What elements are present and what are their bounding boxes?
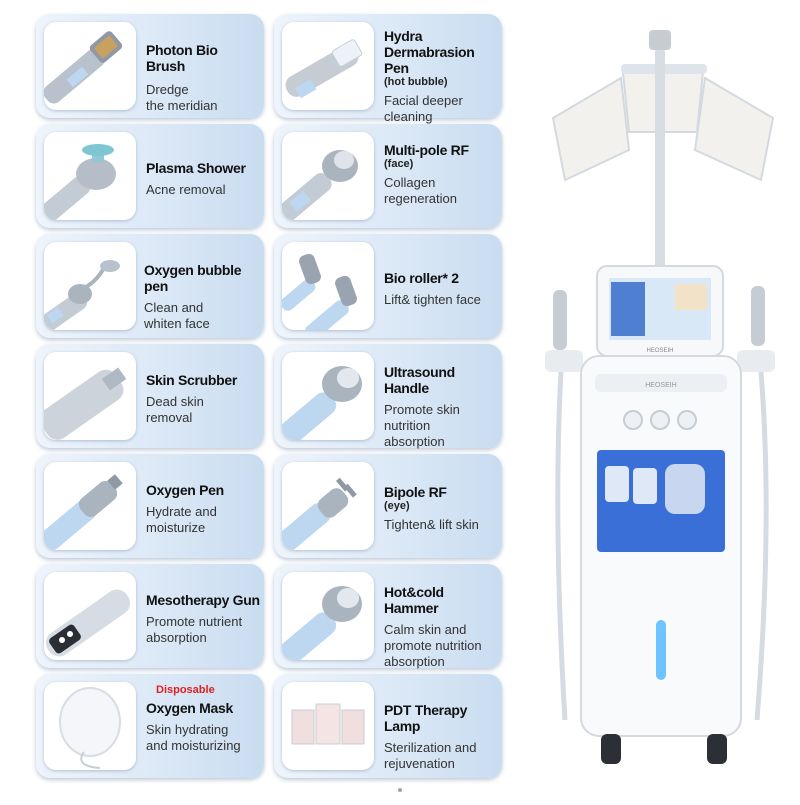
card-hydra-dermabrasion-pen: Hydra Dermabrasion Pen (hot bubble) Faci…	[274, 14, 502, 124]
card-desc-2: and moisturizing	[146, 738, 241, 753]
card-desc-2: the meridian	[146, 98, 218, 113]
card-title: Hot&cold Hammer	[384, 584, 444, 616]
card-desc-3: absorption	[384, 434, 445, 449]
oxygen-mask-image	[44, 682, 136, 770]
card-title: Ultrasound Handle	[384, 364, 455, 396]
card-desc-1: Lift& tighten face	[384, 292, 481, 307]
card-oxygen-pen: Oxygen Pen Hydrate and moisturize	[36, 454, 264, 558]
mesotherapy-gun-image	[44, 572, 136, 660]
card-desc-2: rejuvenation	[384, 756, 455, 771]
card-subtitle: (eye)	[384, 500, 410, 512]
card-desc-2: whiten face	[144, 316, 210, 331]
card-ultrasound-handle: Ultrasound Handle Promote skin nutrition…	[274, 344, 502, 449]
hot-cold-hammer-image	[282, 572, 374, 660]
card-desc-1: Acne removal	[146, 182, 226, 197]
ultrasound-handle-image	[282, 352, 374, 440]
card-title: Oxygen Mask	[146, 700, 233, 716]
card-desc-1: Dredge	[146, 82, 189, 97]
card-oxygen-bubble-pen: Oxygen bubble pen Clean and whiten face	[36, 234, 264, 338]
bipole-rf-image	[282, 462, 374, 550]
card-desc-2: promote nutrition	[384, 638, 482, 653]
card-oxygen-mask: Disposable Oxygen Mask Skin hydrating an…	[36, 674, 264, 778]
hydra-pen-image	[282, 22, 374, 110]
card-photon-bio-brush: Photon Bio Brush Dredge the meridian	[36, 14, 264, 118]
body-brand: HEOSEIH	[645, 382, 677, 389]
plasma-shower-image	[44, 132, 136, 220]
card-desc-2: cleaning	[384, 109, 433, 124]
card-title: Multi-pole RF	[384, 142, 469, 158]
card-title: Oxygen Pen	[146, 482, 224, 498]
card-desc-3: absorption	[384, 654, 445, 669]
skin-scrubber-image	[44, 352, 136, 440]
beauty-machine-image: HEOSEIH HEOSEIH	[525, 20, 800, 800]
card-subtitle: (face)	[384, 158, 414, 170]
card-title: Plasma Shower	[146, 160, 246, 176]
card-title-line2: Dermabrasion Pen	[384, 44, 475, 76]
card-desc-1: Promote skin	[384, 402, 460, 417]
card-desc-1: Clean and	[144, 300, 204, 315]
card-desc-2: nutrition	[384, 418, 431, 433]
card-bipole-rf: Bipole RF (eye) Tighten& lift skin	[274, 454, 502, 558]
disposable-tag: Disposable	[156, 684, 215, 696]
card-desc-1: Dead skin	[146, 394, 204, 409]
multi-pole-rf-image	[282, 132, 374, 220]
card-desc-1: Collagen	[384, 175, 436, 190]
card-title: Skin Scrubber	[146, 372, 238, 388]
card-skin-scrubber: Skin Scrubber Dead skin removal	[36, 344, 264, 448]
screen-brand: HEOSEIH	[646, 348, 673, 354]
page-indicator-dot	[398, 788, 402, 792]
card-title: Oxygen bubble pen	[144, 262, 242, 294]
card-pdt-therapy-lamp: PDT Therapy Lamp Sterilization and rejuv…	[274, 674, 502, 778]
card-title: Hydra	[384, 28, 423, 44]
card-desc-1: Facial deeper	[384, 93, 463, 108]
card-desc-1: Promote nutrient	[146, 614, 243, 629]
bio-roller-image	[282, 242, 374, 330]
card-bio-roller: Bio roller* 2 Lift& tighten face	[274, 234, 502, 338]
card-desc-1: Skin hydrating	[146, 722, 229, 737]
card-hot-cold-hammer: Hot&cold Hammer Calm skin and promote nu…	[274, 564, 502, 669]
card-desc-2: moisturize	[146, 520, 206, 535]
card-title: Bio roller* 2	[384, 270, 459, 286]
card-desc-2: removal	[146, 410, 193, 425]
pdt-therapy-lamp-image	[282, 682, 374, 770]
card-title: Mesotherapy Gun	[146, 592, 260, 608]
card-multi-pole-rf: Multi-pole RF (face) Collagen regenerati…	[274, 124, 502, 228]
card-plasma-shower: Plasma Shower Acne removal	[36, 124, 264, 228]
card-desc-2: absorption	[146, 630, 207, 645]
oxygen-pen-image	[44, 462, 136, 550]
card-title: Photon Bio Brush	[146, 42, 218, 74]
card-desc-2: regeneration	[384, 191, 457, 206]
photon-bio-brush-image	[44, 22, 136, 110]
oxygen-bubble-pen-image	[44, 242, 136, 330]
card-desc-1: Sterilization and	[384, 740, 477, 755]
card-desc-1: Tighten& lift skin	[384, 517, 479, 532]
card-title: Bipole RF	[384, 484, 447, 500]
card-title: PDT Therapy Lamp	[384, 702, 468, 734]
card-desc-1: Calm skin and	[384, 622, 467, 637]
card-desc-1: Hydrate and	[146, 504, 217, 519]
card-mesotherapy-gun: Mesotherapy Gun Promote nutrient absorpt…	[36, 564, 264, 668]
card-subtitle: (hot bubble)	[384, 76, 448, 88]
